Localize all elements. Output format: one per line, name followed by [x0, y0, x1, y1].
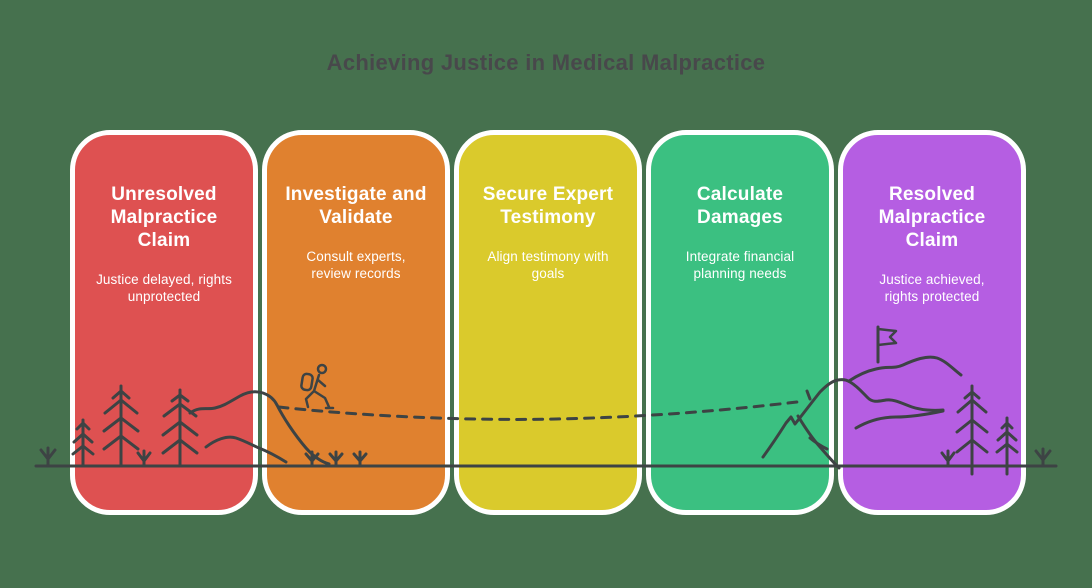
card-calculate-damages: Calculate Damages Integrate financial pl… — [646, 130, 834, 515]
card-unresolved-malpractice-claim: Unresolved Malpractice Claim Justice del… — [70, 130, 258, 515]
process-steps-row: Unresolved Malpractice Claim Justice del… — [70, 130, 1030, 515]
card-resolved-malpractice-claim: Resolved Malpractice Claim Justice achie… — [838, 130, 1026, 515]
card-title: Investigate and Validate — [285, 184, 427, 228]
grass-icon — [1034, 447, 1052, 468]
card-secure-expert-testimony: Secure Expert Testimony Align testimony … — [454, 130, 642, 515]
card-investigate-and-validate: Investigate and Validate Consult experts… — [262, 130, 450, 515]
page-title: Achieving Justice in Medical Malpractice — [326, 50, 766, 75]
card-title: Unresolved Malpractice Claim — [110, 184, 218, 251]
card-subtitle: Integrate financial planning needs — [685, 249, 795, 281]
card-subtitle: Consult experts, review records — [306, 249, 406, 281]
card-title: Secure Expert Testimony — [482, 184, 614, 228]
grass-icon — [39, 446, 57, 468]
card-title: Resolved Malpractice Claim — [878, 184, 986, 251]
card-title: Calculate Damages — [696, 184, 784, 228]
card-subtitle: Justice delayed, rights unprotected — [96, 272, 232, 304]
card-subtitle: Justice achieved, rights protected — [879, 272, 985, 304]
card-subtitle: Align testimony with goals — [487, 249, 609, 281]
